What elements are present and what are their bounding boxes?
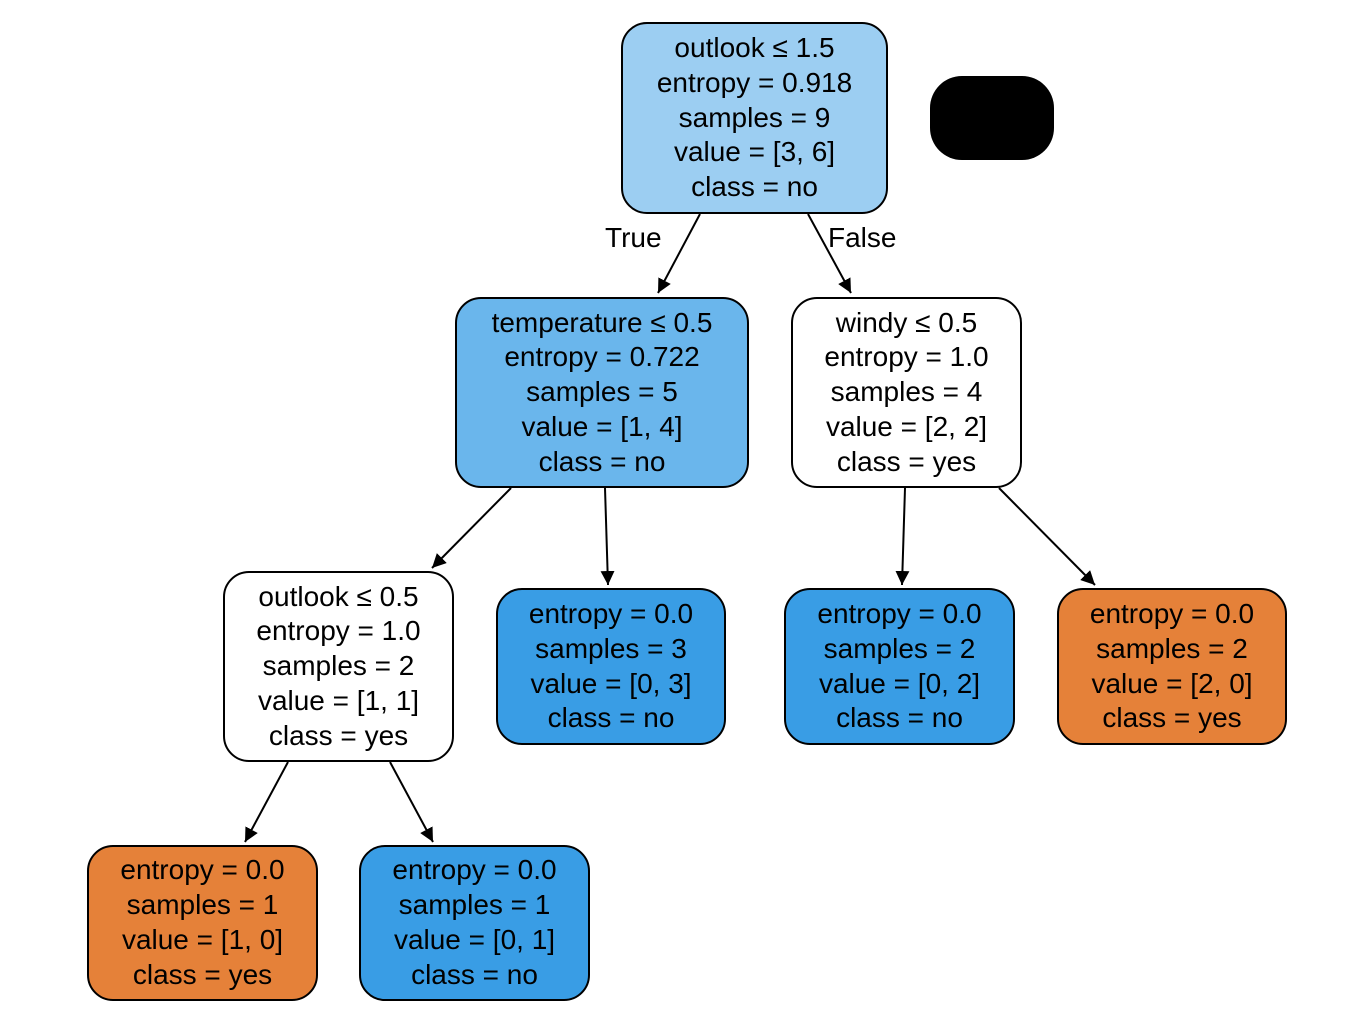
node-entropy: entropy = 1.0	[256, 615, 421, 647]
edge-right-to-right-right	[998, 487, 1096, 586]
edge-label-false: False	[828, 222, 897, 253]
node-class: class = no	[547, 702, 675, 734]
tree-leaf-right-left: entropy = 0.0 samples = 2 value = [0, 2]…	[784, 588, 1015, 745]
node-split: outlook ≤ 1.5	[674, 32, 835, 63]
node-entropy: entropy = 1.0	[824, 341, 989, 373]
node-class: class = yes	[1102, 702, 1242, 734]
tree-leaf-left-right: entropy = 0.0 samples = 3 value = [0, 3]…	[496, 588, 726, 745]
node-samples: samples = 4	[830, 376, 983, 408]
node-value: value = [1, 0]	[121, 924, 284, 955]
edge-left-to-left-right	[600, 487, 615, 586]
node-samples: samples = 2	[823, 632, 976, 664]
node-value: value = [2, 0]	[1091, 667, 1253, 699]
node-value: value = [2, 2]	[825, 410, 988, 442]
node-class: class = no	[691, 171, 818, 203]
edge-left-to-left-left	[431, 487, 512, 569]
node-samples: samples = 9	[678, 101, 831, 133]
tree-node-windy: windy ≤ 0.5 entropy = 1.0 samples = 4 va…	[791, 297, 1022, 488]
node-samples: samples = 2	[1096, 632, 1248, 664]
node-split: outlook ≤ 0.5	[258, 580, 419, 612]
node-entropy: entropy = 0.0	[817, 597, 982, 629]
edge-right-to-right-left	[895, 487, 910, 586]
tree-node-outlook-sub: outlook ≤ 0.5 entropy = 1.0 samples = 2 …	[223, 571, 454, 762]
tree-node-temperature: temperature ≤ 0.5 entropy = 0.722 sample…	[455, 297, 749, 488]
tree-leaf-left-left-right: entropy = 0.0 samples = 1 value = [0, 1]…	[359, 845, 590, 1001]
node-value: value = [3, 6]	[673, 136, 836, 168]
node-entropy: entropy = 0.918	[656, 66, 853, 98]
edge-left-left-to-leaf-right	[389, 761, 434, 843]
tree-node-root: outlook ≤ 1.5 entropy = 0.918 samples = …	[621, 22, 888, 214]
tree-leaf-left-left-left: entropy = 0.0 samples = 1 value = [1, 0]…	[87, 845, 318, 1001]
edge-root-to-right	[807, 213, 852, 294]
edge-root-to-left	[657, 213, 701, 294]
node-class: class = yes	[836, 445, 977, 477]
node-samples: samples = 1	[126, 889, 279, 921]
node-class: class = no	[836, 702, 963, 734]
node-value: value = [1, 4]	[521, 410, 683, 442]
node-value: value = [1, 1]	[257, 684, 420, 716]
node-split: windy ≤ 0.5	[835, 306, 978, 338]
node-entropy: entropy = 0.0	[528, 597, 694, 629]
node-value: value = [0, 2]	[818, 667, 981, 699]
node-samples: samples = 3	[535, 632, 687, 664]
node-class: class = no	[538, 445, 666, 477]
node-entropy: entropy = 0.722	[504, 341, 700, 373]
node-class: class = yes	[132, 958, 273, 990]
node-samples: samples = 5	[526, 376, 678, 408]
node-samples: samples = 2	[262, 650, 415, 682]
node-entropy: entropy = 0.0	[120, 854, 285, 886]
tree-leaf-right-right: entropy = 0.0 samples = 2 value = [2, 0]…	[1057, 588, 1287, 745]
node-value: value = [0, 3]	[530, 667, 692, 699]
node-entropy: entropy = 0.0	[392, 854, 557, 886]
node-value: value = [0, 1]	[393, 924, 556, 955]
node-class: class = no	[411, 958, 538, 990]
node-split: temperature ≤ 0.5	[491, 306, 713, 338]
edge-label-true: True	[605, 222, 662, 253]
edge-left-left-to-leaf-left	[244, 761, 289, 843]
node-class: class = yes	[268, 719, 409, 751]
redacted-blob	[930, 76, 1054, 160]
node-entropy: entropy = 0.0	[1089, 597, 1255, 629]
node-samples: samples = 1	[398, 889, 551, 921]
